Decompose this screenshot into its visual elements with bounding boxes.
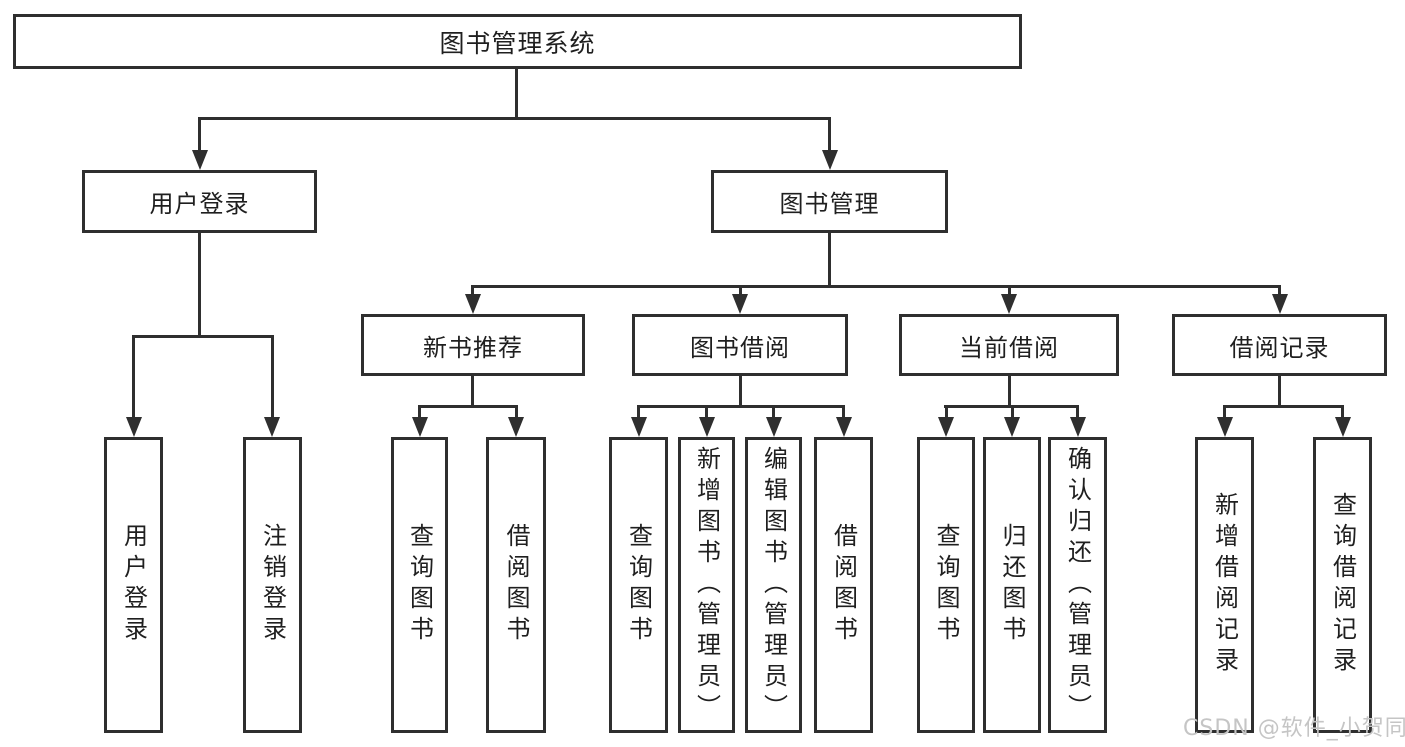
connector-vline (828, 117, 831, 152)
connector-hline (471, 285, 1281, 288)
leaf-return-books: 归还图书 (983, 437, 1041, 733)
node-library-system: 图书管理系统 (13, 14, 1022, 69)
arrow-down-icon (631, 417, 647, 437)
arrow-down-icon (1272, 294, 1288, 314)
connector-vline (198, 233, 201, 335)
connector-vline (1008, 376, 1011, 405)
arrow-down-icon (1004, 417, 1020, 437)
connector-vline (1223, 405, 1226, 419)
connector-vline (705, 405, 708, 419)
arrow-down-icon (732, 294, 748, 314)
leaf-add-borrow-record: 新增借阅记录 (1195, 437, 1254, 733)
connector-hline (418, 405, 518, 408)
connector-vline (1011, 405, 1014, 419)
connector-vline (1076, 405, 1079, 419)
leaf-query-borrow-record: 查询借阅记录 (1313, 437, 1372, 733)
connector-hline (132, 335, 274, 338)
leaf-user-login: 用户登录 (104, 437, 163, 733)
arrow-down-icon (465, 294, 481, 314)
connector-vline (842, 405, 845, 419)
arrow-down-icon (938, 417, 954, 437)
node-new-book-recommendation: 新书推荐 (361, 314, 585, 376)
leaf-query-books-recommend: 查询图书 (391, 437, 448, 733)
leaf-borrow-books-recommend: 借阅图书 (486, 437, 546, 733)
connector-vline (739, 376, 742, 405)
connector-vline (271, 335, 274, 419)
node-user-login: 用户登录 (82, 170, 317, 233)
node-book-borrowing: 图书借阅 (632, 314, 848, 376)
node-current-borrowing: 当前借阅 (899, 314, 1119, 376)
connector-hline (637, 405, 845, 408)
leaf-borrow-books-borrowing: 借阅图书 (814, 437, 873, 733)
arrow-down-icon (836, 417, 852, 437)
arrow-down-icon (822, 150, 838, 170)
leaf-confirm-return-admin: 确认归还（管理员） (1048, 437, 1107, 733)
arrow-down-icon (1001, 294, 1017, 314)
connector-vline (739, 285, 742, 296)
connector-vline (515, 69, 518, 117)
node-borrowing-records: 借阅记录 (1172, 314, 1387, 376)
arrow-down-icon (766, 417, 782, 437)
connector-vline (515, 405, 518, 419)
connector-vline (828, 233, 831, 285)
arrow-down-icon (508, 417, 524, 437)
connector-vline (1008, 285, 1011, 296)
connector-vline (471, 376, 474, 405)
connector-vline (471, 285, 474, 296)
leaf-query-books-borrowing: 查询图书 (609, 437, 668, 733)
csdn-watermark: CSDN @软件_小贺同学 (1183, 716, 1405, 741)
connector-hline (198, 117, 831, 120)
connector-vline (637, 405, 640, 419)
leaf-add-book-admin: 新增图书（管理员） (678, 437, 735, 733)
connector-vline (945, 405, 948, 419)
arrow-down-icon (1217, 417, 1233, 437)
node-book-management: 图书管理 (711, 170, 948, 233)
arrow-down-icon (192, 150, 208, 170)
connector-hline (1223, 405, 1344, 408)
arrow-down-icon (699, 417, 715, 437)
connector-vline (418, 405, 421, 419)
arrow-down-icon (264, 417, 280, 437)
connector-vline (1278, 376, 1281, 405)
connector-vline (132, 335, 135, 419)
leaf-logout-login: 注销登录 (243, 437, 302, 733)
arrow-down-icon (126, 417, 142, 437)
arrow-down-icon (1335, 417, 1351, 437)
leaf-edit-book-admin: 编辑图书（管理员） (745, 437, 802, 733)
arrow-down-icon (1070, 417, 1086, 437)
connector-vline (1278, 285, 1281, 296)
connector-vline (1341, 405, 1344, 419)
leaf-query-books-current: 查询图书 (917, 437, 975, 733)
connector-vline (772, 405, 775, 419)
connector-vline (198, 117, 201, 152)
arrow-down-icon (412, 417, 428, 437)
